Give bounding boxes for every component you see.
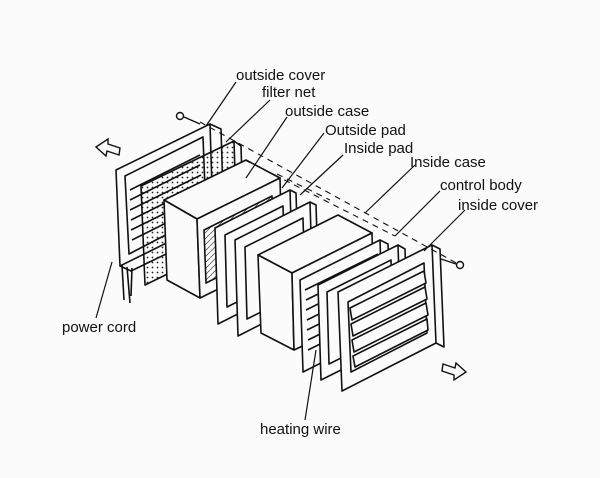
label-power-cord: power cord: [62, 319, 136, 336]
label-inside-cover: inside cover: [458, 197, 538, 214]
label-inside-pad: Inside pad: [344, 140, 413, 157]
label-outside-case: outside case: [285, 103, 369, 120]
power-cord: [121, 264, 133, 304]
hollow-arrow-left-icon: [94, 137, 121, 158]
leader-lines: [95, 81, 466, 421]
label-heating-wire: heating wire: [260, 421, 341, 438]
hollow-arrow-right-icon: [441, 361, 468, 382]
label-inside-case: Inside case: [410, 154, 486, 171]
screw-icon: [175, 111, 201, 125]
label-outside-pad: Outside pad: [325, 122, 406, 139]
inside-cover: [337, 244, 445, 392]
screw-icon: [440, 258, 465, 270]
label-control-body: control body: [440, 177, 522, 194]
label-filter-net: filter net: [262, 84, 316, 101]
assembly-axis-lines: [199, 121, 461, 266]
label-outside-cover: outside cover: [236, 67, 325, 84]
